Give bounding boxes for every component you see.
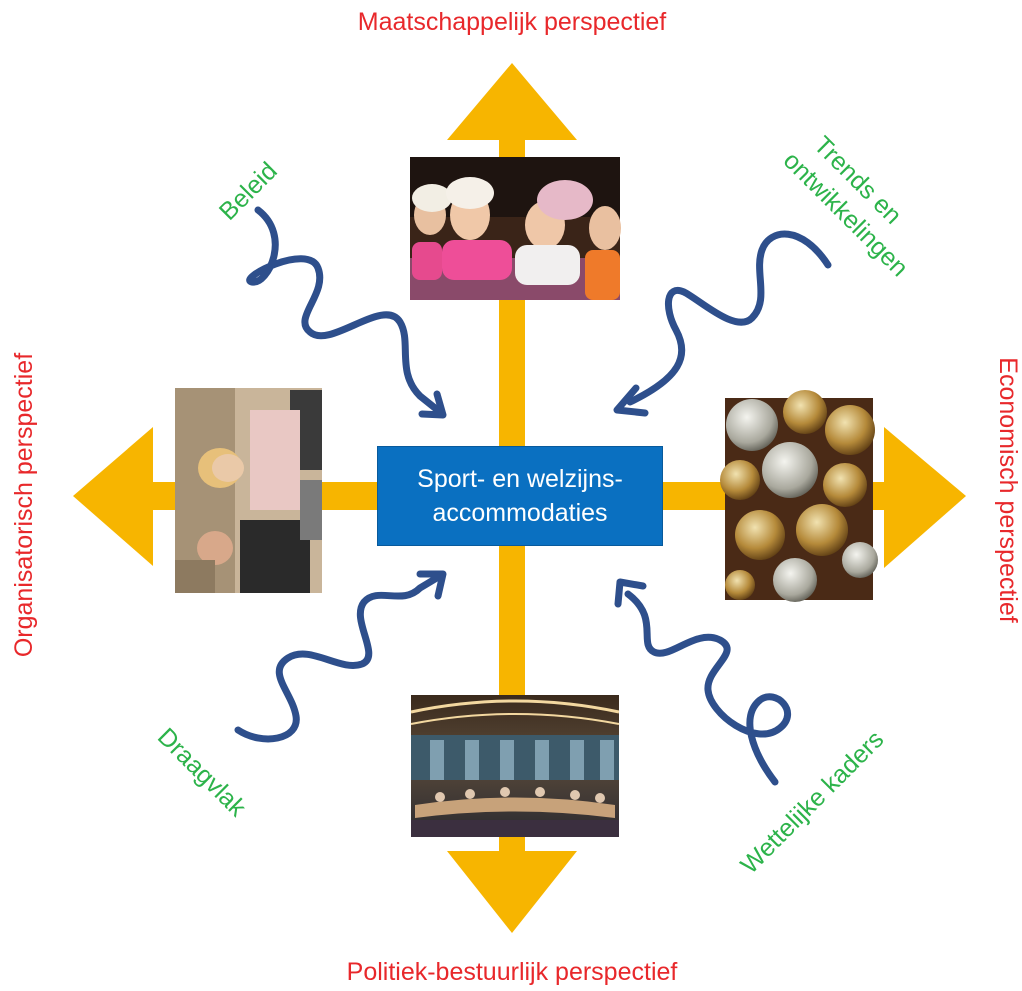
arrow-head-down: [447, 851, 577, 933]
wave-arrowhead-trends: [613, 384, 649, 417]
wave-arrowhead-wettelijke: [614, 578, 647, 608]
coins-photo: [720, 390, 878, 602]
arrow-head-up: [447, 63, 577, 140]
perspective-bottom-label: Politiek-bestuurlijk perspectief: [347, 958, 678, 986]
center-title-line1: Sport- en welzijns-: [417, 465, 623, 493]
arrow-head-left: [73, 427, 153, 566]
council-chamber-photo: [410, 695, 620, 837]
influence-waves: [234, 206, 832, 786]
center-box: Sport- en welzijns- accommodaties: [377, 446, 663, 546]
wave-arrow-beleid: [246, 206, 444, 416]
arrow-head-right: [884, 427, 966, 568]
wave-arrowhead-beleid: [418, 390, 447, 419]
wave-arrow-wettelijke: [624, 590, 791, 786]
wave-arrow-draagvlak: [234, 572, 444, 743]
meeting-people-photo: [175, 388, 322, 593]
perspective-top-label: Maatschappelijk perspectief: [358, 8, 667, 36]
perspective-right-label: Economisch perspectief: [994, 357, 1022, 622]
center-title-line2: accommodaties: [432, 499, 608, 527]
factor-beleid-label: Beleid: [214, 157, 283, 226]
wave-arrowhead-draagvlak: [416, 570, 447, 600]
children-photo: [410, 157, 621, 300]
wave-arrow-trends: [626, 230, 832, 406]
perspective-left-label: Organisatorisch perspectief: [10, 353, 38, 657]
factor-draagvlak-label: Draagvlak: [152, 723, 252, 823]
